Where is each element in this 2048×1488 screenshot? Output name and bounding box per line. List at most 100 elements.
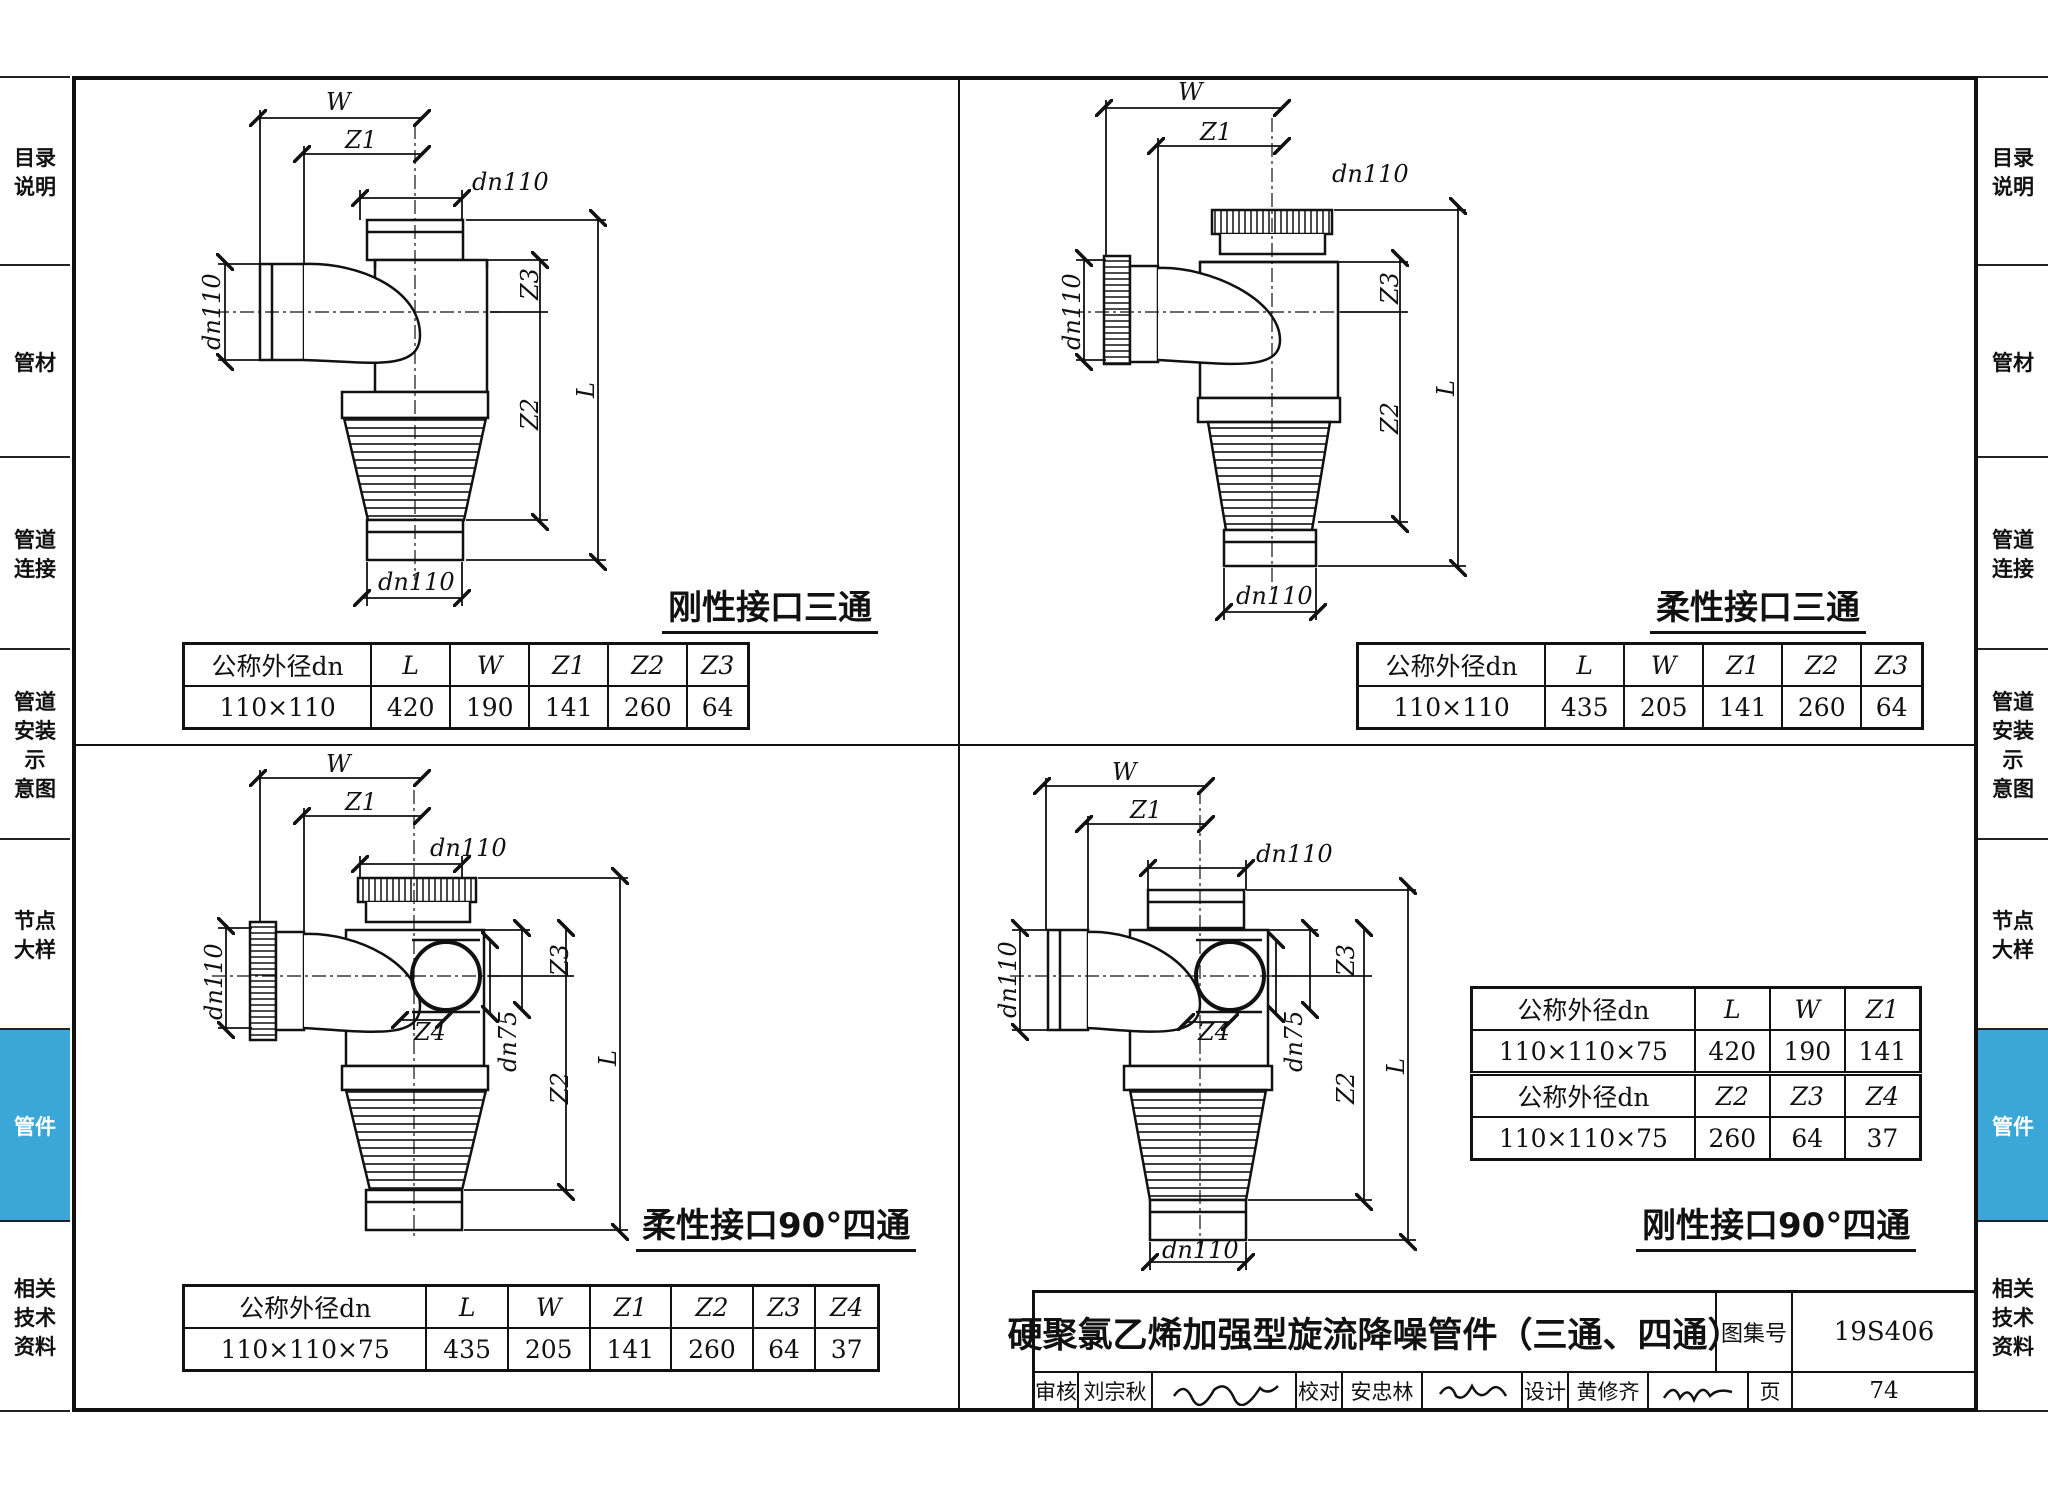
table-row: 110×110×75 260 64 37 [1470,1116,1922,1161]
sidebar-right-item-pipes[interactable]: 管材 [1978,266,2048,458]
table-cell: 64 [751,1327,817,1372]
dim-label-dn110: dn110 [430,834,507,862]
table-cell: L [1544,642,1626,687]
body-collar [1196,396,1342,424]
dim-label-z2: Z2 [1332,1072,1360,1105]
dimensions-rigid-tee [218,110,606,606]
sidebar-left-item-connection[interactable]: 管道 连接 [0,458,70,650]
sidebar-right-item-references[interactable]: 相关 技术 资料 [1978,1222,2048,1412]
dim-label-dn110: dn110 [1058,273,1086,350]
table-cell: 260 [670,1327,754,1372]
dim-label-l: L [572,382,600,399]
checker-signature [1423,1373,1523,1411]
dim-label-l: L [1382,1058,1410,1075]
design-label: 设计 [1523,1373,1569,1411]
sidebar-right-item-installation[interactable]: 管道 安装 示 意图 [1978,650,2048,840]
table-cell: 公称外径dn [1356,642,1547,687]
drawing-title-rigid-cross: 刚性接口90°四通 [1636,1198,1917,1252]
atlas-number: 19S406 [1793,1293,1977,1373]
dimension-table-rigid-cross: 公称外径dn L W Z1 110×110×75 420 190 141 公称外… [1470,986,1922,1161]
dimension-table-flexible-tee: 公称外径dn L W Z1 Z2 Z3 110×110 435 205 141 … [1356,642,1924,730]
table-cell: 110×110×75 [1470,1116,1696,1161]
table-cell: Z2 [1693,1072,1771,1118]
table-header-row: 公称外径dn L W Z1 [1470,986,1922,1031]
dim-label-z1: Z1 [344,126,377,154]
sidebar-right-item-details[interactable]: 节点 大样 [1978,840,2048,1030]
dim-label-dn75: dn75 [1280,1011,1308,1072]
dim-label-z3: Z3 [546,944,574,977]
reviewer-name: 刘宗秋 [1079,1373,1153,1411]
dim-label-z2: Z2 [516,398,544,431]
sidebar-left-item-pipes[interactable]: 管材 [0,266,70,458]
table-cell: Z3 [686,642,750,687]
table-cell: 190 [449,685,531,730]
table-cell: 64 [686,685,750,730]
table-row: 110×110 420 190 141 260 64 [182,685,750,730]
signature-image [1662,1388,1733,1404]
drawing-title-flexible-cross: 柔性接口90°四通 [636,1198,917,1252]
table-cell: L [370,642,452,687]
body-collar [1122,1064,1274,1092]
table-cell: W [449,642,531,687]
drawing-title-rigid-tee: 刚性接口三通 [662,580,878,634]
table-cell: L [425,1284,509,1329]
dim-label-dn110: dn110 [472,168,549,196]
table-cell: L [1693,986,1771,1031]
sidebar-left-item-installation[interactable]: 管道 安装 示 意图 [0,650,70,840]
table-header-row: 公称外径dn Z2 Z3 Z4 [1470,1072,1922,1118]
dim-label-z2: Z2 [1376,402,1404,435]
table-row: 110×110 435 205 141 260 64 [1356,685,1924,730]
table-cell: 110×110 [182,685,373,730]
page-number: 74 [1793,1373,1977,1411]
sidebar-left-item-details[interactable]: 节点 大样 [0,840,70,1030]
table-header-row: 公称外径dn L W Z1 Z2 Z3 [1356,642,1924,687]
table-cell: Z3 [1860,642,1924,687]
table-cell: 435 [425,1327,509,1372]
dim-label-w: W [1178,78,1205,106]
table-cell: Z4 [814,1284,880,1329]
checker-name: 安忠林 [1343,1373,1423,1411]
dim-label-dn110: dn110 [1332,160,1409,188]
sidebar-right-item-fittings[interactable]: 管件 [1978,1030,2048,1222]
dim-label-dn75: dn75 [494,1011,522,1072]
signature-image [1172,1385,1279,1406]
bottom-spigot [1148,1198,1248,1242]
table-cell: 205 [1623,685,1705,730]
fitting-drawing-rigid-cross [1010,790,1290,1250]
table-cell: 37 [814,1327,880,1372]
sidebar-left-item-references[interactable]: 相关 技术 资料 [0,1222,70,1412]
dimensions-rigid-cross [1012,778,1416,1270]
sidebar-right-item-catalog[interactable]: 目录 说明 [1978,76,2048,266]
table-cell: 260 [1781,685,1863,730]
dim-label-z3: Z3 [1332,944,1360,977]
sidebar-left-item-fittings[interactable]: 管件 [0,1030,70,1222]
fitting-drawing-flexible-cross [212,790,500,1240]
table-cell: Z2 [670,1284,754,1329]
table-cell: Z2 [1781,642,1863,687]
table-cell: 141 [588,1327,673,1372]
dim-label-z1: Z1 [344,788,377,816]
sidebar-right-item-connection[interactable]: 管道 连接 [1978,458,2048,650]
table-header-row: 公称外径dn L W Z1 Z2 Z3 Z4 [182,1284,880,1329]
table-cell: W [1768,986,1846,1031]
dim-label-dn110: dn110 [1256,840,1333,868]
dim-label-z4: Z4 [1197,1018,1230,1046]
table-cell: 141 [1702,685,1784,730]
signature-image [1438,1383,1508,1399]
table-cell: 435 [1544,685,1626,730]
table-cell: 64 [1768,1116,1846,1161]
dim-label-z3: Z3 [1376,272,1404,305]
designer-signature [1649,1373,1749,1411]
table-cell: Z2 [607,642,689,687]
dim-label-l: L [1432,380,1460,397]
sidebar-left-item-catalog[interactable]: 目录 说明 [0,76,70,266]
table-cell: 420 [370,685,452,730]
table-cell: 公称外径dn [182,1284,428,1329]
dim-label-z2: Z2 [546,1072,574,1105]
review-label: 审核 [1035,1373,1079,1411]
table-cell: Z1 [528,642,610,687]
side-flexible-nut [248,920,278,1042]
table-cell: Z1 [1843,986,1922,1031]
top-socket [1146,888,1246,930]
page-label: 页 [1749,1373,1793,1411]
